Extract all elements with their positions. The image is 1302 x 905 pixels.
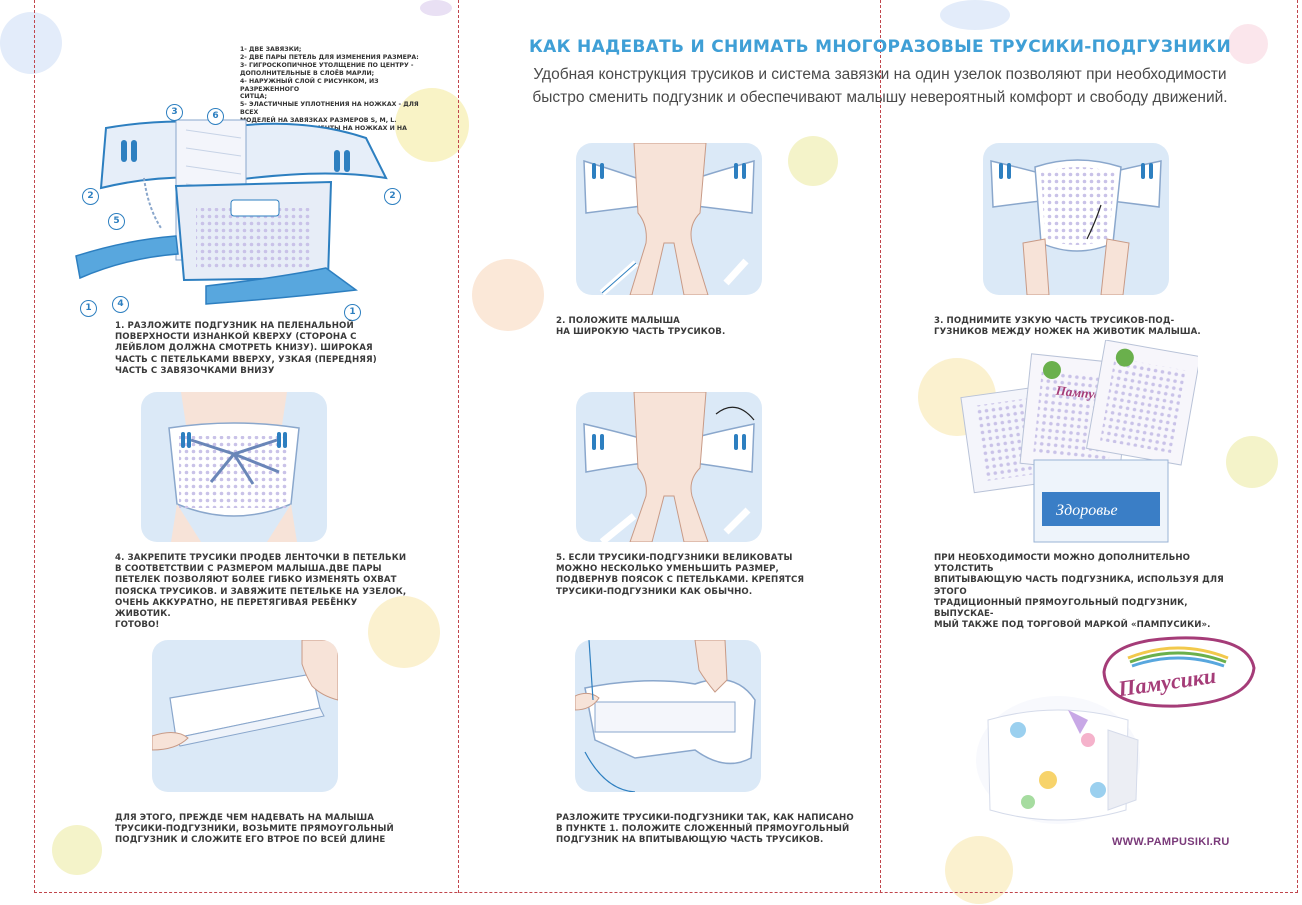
diaper-diagram	[66, 108, 426, 318]
caption-line: мый также под торговой маркой «Пампусики…	[934, 620, 1211, 631]
callout-5: 5	[108, 213, 125, 230]
website-link[interactable]: WWW.PAMPUSIKI.RU	[1112, 836, 1230, 848]
caption-line: 1. Разложите подгузник на пеленальной	[115, 321, 354, 331]
caption-line: часть с завязочками внизу	[115, 365, 275, 376]
caption-line: При необходимости можно дополнительно ут…	[934, 553, 1191, 575]
step-8-illustration	[575, 640, 761, 792]
step-4-illustration	[141, 392, 327, 542]
decor-dot	[940, 0, 1010, 30]
step-7-illustration	[152, 640, 338, 792]
callout-4: 4	[112, 296, 129, 313]
product-packs-image: Пампусики Здоровье	[958, 340, 1198, 550]
caption-line: 2. Положите малыша	[556, 316, 680, 326]
subtitle-line: быстро сменить подгузник и обеспечивают …	[532, 89, 1228, 106]
caption-line: в пункте 1. Положите сложенный прямоугол…	[556, 824, 850, 835]
callout-1: 1	[80, 300, 97, 317]
legend-line: 5- эластичные уплотнения на ножках - для…	[240, 101, 419, 117]
callout-3: 3	[166, 104, 183, 121]
callout-6: 6	[207, 108, 224, 125]
brand-logo: Памусики	[1098, 632, 1258, 714]
caption-line: Готово!	[115, 620, 160, 631]
caption-line: лейблом должна смотреть книзу). Широкая	[115, 343, 373, 354]
caption-line: можно несколько уменьшить размер,	[556, 564, 779, 575]
caption-line: в соответствии с размером малыша.Две пар…	[115, 564, 382, 575]
decor-dot	[0, 12, 62, 74]
caption-line: подвернув поясок с петельками. Крепятся	[556, 575, 805, 586]
caption-line: на широкую часть трусиков.	[556, 327, 726, 338]
legend-line: 4- наружный слой с рисунком, из разрежен…	[240, 77, 379, 93]
page-frame	[34, 0, 1298, 893]
step-6-caption: При необходимости можно дополнительно ут…	[934, 553, 1234, 631]
subtitle-line: Удобная конструкция трусиков и система з…	[533, 66, 1227, 83]
decor-dot	[1226, 436, 1278, 488]
callout-2: 2	[384, 188, 401, 205]
fold-line	[458, 0, 459, 893]
caption-line: подгузник и сложите его втрое по всей дл…	[115, 835, 386, 846]
fold-line	[880, 0, 881, 893]
decor-dot	[52, 825, 102, 875]
step-4-caption: 4. Закрепите трусики продев ленточки в п…	[115, 553, 415, 631]
caption-line: часть с петельками вверху, узкая (передн…	[115, 354, 377, 365]
caption-line: очень аккуратно, не перетягивая ребёнку …	[115, 597, 358, 620]
step-3-caption: 3. Поднимите узкую часть трусиков-под- г…	[934, 316, 1214, 338]
product-diaper-image	[968, 690, 1143, 830]
pack2-label: Здоровье	[1056, 502, 1118, 519]
decor-dot	[368, 596, 440, 668]
legend-line: 1- две завязки;	[240, 46, 302, 53]
caption-line: 4. Закрепите трусики продев ленточки в п…	[115, 553, 407, 563]
step-2-caption: 2. Положите малыша на широкую часть трус…	[556, 316, 786, 338]
decor-dot	[1228, 24, 1268, 64]
caption-line: Для этого, прежде чем надевать на малыша	[115, 813, 374, 823]
page-title: КАК НАДЕВАТЬ И СНИМАТЬ МНОГОРАЗОВЫЕ ТРУС…	[528, 37, 1231, 57]
legend-line: 3- гигроскопичное утолщение по центру -	[240, 61, 414, 69]
step-7-caption: Для этого, прежде чем надевать на малыша…	[115, 813, 415, 847]
callout-1: 1	[344, 304, 361, 321]
legend-line: ситца;	[240, 93, 267, 101]
caption-line: гузников между ножек на животик малыша.	[934, 327, 1201, 338]
legend-line: 2- две пары петель для изменения размера…	[240, 53, 419, 61]
caption-line: впитывающую часть подгузника, используя …	[934, 575, 1224, 597]
caption-line: 3. Поднимите узкую часть трусиков-под-	[934, 316, 1175, 326]
step-5-illustration	[576, 392, 762, 542]
decor-dot	[788, 136, 838, 186]
legend-line: моделей на завязках размеров S, M, L.	[240, 117, 397, 125]
legend-line: дополнительные в слоёв марли;	[240, 69, 375, 77]
page-subtitle: Удобная конструкция трусиков и система з…	[480, 63, 1280, 109]
step-1-caption: 1. Разложите подгузник на пеленальной по…	[115, 321, 415, 377]
step-3-illustration	[983, 143, 1169, 295]
caption-line: подгузник на впитывающую часть трусиков.	[556, 835, 824, 846]
step-2-illustration	[576, 143, 762, 295]
caption-line: пояска трусиков. И завяжите петельке на …	[115, 586, 407, 597]
caption-line: петелек позволяют более гибко изменять о…	[115, 575, 397, 586]
caption-line: традиционный прямоугольный подгузник, вы…	[934, 597, 1188, 620]
decor-dot	[395, 88, 469, 162]
decor-dot	[472, 259, 544, 331]
callout-2: 2	[82, 188, 99, 205]
caption-line: поверхности изнанкой кверху (сторона с	[115, 332, 357, 343]
decor-dot	[420, 0, 452, 16]
